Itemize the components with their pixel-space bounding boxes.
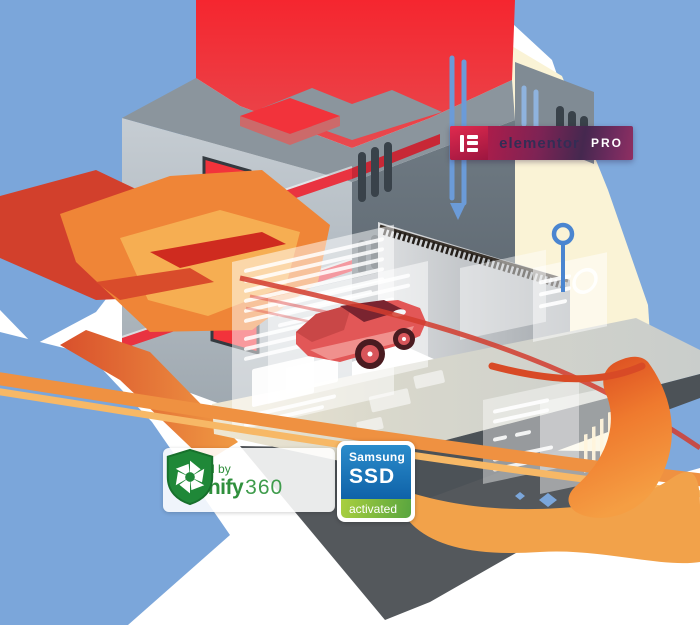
roof-notch bbox=[262, 88, 442, 140]
elementor-wordmark: elementor bbox=[499, 134, 580, 152]
elementor-pro-label: PRO bbox=[590, 136, 623, 150]
samsung-ssd-badge: Samsung SSD activated bbox=[337, 441, 415, 522]
ring-pin-icon bbox=[551, 222, 575, 292]
roof-bridge bbox=[122, 78, 515, 182]
pins bbox=[449, 55, 575, 292]
elementor-icon bbox=[450, 126, 488, 160]
samsung-maker-label: Samsung bbox=[349, 450, 406, 464]
samsung-product-label: SSD bbox=[349, 465, 396, 488]
samsung-ssd-logo: Samsung SSD bbox=[341, 445, 411, 499]
splash-bit bbox=[414, 514, 436, 528]
orange-splash bbox=[400, 471, 700, 564]
samsung-status-strip: activated bbox=[341, 499, 411, 518]
shield-icon bbox=[166, 448, 214, 506]
arrow-top-accent bbox=[488, 362, 646, 383]
elementor-pro-badge: elementor PRO bbox=[450, 126, 633, 160]
glow-streaks bbox=[521, 85, 539, 131]
webpage-card-profile bbox=[460, 249, 607, 342]
imunify360-badge: secured by imunify 360 bbox=[163, 448, 335, 512]
samsung-status-label: activated bbox=[349, 501, 398, 516]
orange-arc-main bbox=[0, 372, 700, 487]
roof-diamond-side bbox=[240, 116, 340, 145]
speed-arrow-right bbox=[568, 356, 672, 518]
roof-diamond bbox=[240, 98, 340, 134]
imunify-suffix: 360 bbox=[245, 475, 284, 499]
speed-arcs bbox=[0, 275, 700, 564]
